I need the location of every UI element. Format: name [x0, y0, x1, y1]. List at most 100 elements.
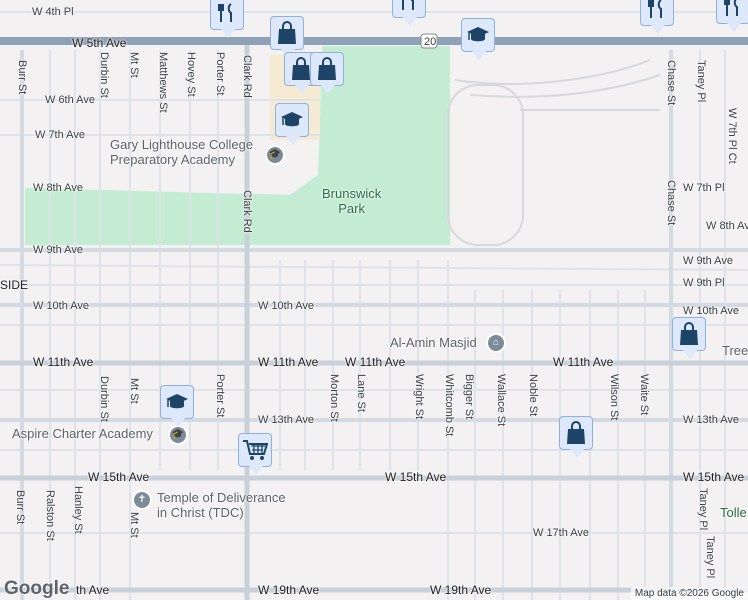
street-label: Wilson St — [608, 374, 620, 421]
street-label: Hovey St — [185, 52, 197, 97]
shopping-bag-marker[interactable] — [270, 16, 304, 58]
street-label: Noble St — [527, 374, 539, 417]
poi-label: Tolle — [720, 505, 747, 520]
arterial-roads — [0, 45, 748, 600]
poi-pin-icon[interactable]: ⌂ — [486, 333, 506, 353]
street-label: W 9th Ave — [33, 244, 83, 256]
poi-pin-icon[interactable]: 🎓 — [168, 425, 188, 445]
street-label: W 9th Ave — [683, 255, 733, 267]
restaurant-marker[interactable] — [210, 0, 244, 38]
street-label: Porter St — [214, 52, 226, 96]
street-label: W 13th Ave — [258, 414, 315, 426]
restaurant-marker[interactable] — [716, 0, 748, 32]
restaurant-icon — [646, 0, 668, 20]
park-area — [25, 46, 450, 245]
street-label: Lane St — [355, 374, 367, 412]
restaurant-icon — [722, 0, 744, 18]
street-label: W 8th Ave — [706, 220, 748, 232]
street-label: W 10th Ave — [683, 305, 740, 317]
street-label: Matthews St — [157, 52, 169, 113]
street-label: W 4th Pl — [32, 6, 74, 18]
street-label: 20 — [424, 36, 437, 48]
street-label: Mt St — [128, 378, 140, 404]
poi-tolle[interactable]: Tolle — [720, 505, 747, 520]
street-label: W 10th Ave — [258, 300, 315, 312]
street-label: Chase St — [665, 180, 677, 226]
shopping-bag-icon — [316, 57, 338, 81]
shopping-bag-marker[interactable] — [559, 416, 593, 458]
shopping-bag-marker[interactable] — [310, 52, 344, 94]
street-label: Wallace St — [495, 374, 507, 427]
shopping-cart-icon — [242, 438, 268, 462]
street-label: W 15th Ave — [683, 470, 745, 484]
shopping-cart-marker[interactable] — [238, 433, 272, 475]
street-label: W 11th Ave — [33, 355, 94, 369]
street-label: Porter St — [214, 374, 226, 418]
street-label: Clark Rd — [241, 190, 253, 233]
school-marker[interactable] — [461, 18, 495, 60]
street-label: Chase St — [665, 60, 677, 106]
street-label: Mt St — [128, 52, 140, 78]
street-label: W 11th Ave — [345, 355, 406, 369]
poi-al-amin-masjid[interactable]: Al-Amin Masjid — [390, 335, 477, 350]
street-label: W 13th Ave — [683, 414, 740, 426]
poi-label: Park — [338, 201, 365, 216]
street-label: Taney Pl — [697, 488, 709, 531]
street-label: W 19th Ave — [258, 583, 320, 597]
shopping-bag-icon — [276, 21, 298, 45]
shopping-bag-marker[interactable] — [672, 317, 706, 359]
poi-label: Gary Lighthouse College — [110, 137, 254, 152]
shopping-bag-icon — [290, 57, 312, 81]
poi-pin-icon[interactable]: 🎓 — [265, 145, 285, 165]
street-label: Burr St — [16, 60, 28, 95]
poi-aspire-charter[interactable]: Aspire Charter Academy — [12, 426, 153, 441]
route-20-shield — [420, 33, 438, 49]
school-marker[interactable] — [275, 103, 309, 145]
street-label: W 19th Ave — [430, 583, 492, 597]
poi-label: Preparatory Academy — [110, 152, 236, 167]
street-label: W 7th Pl Ct — [726, 108, 738, 164]
poi-label: in Christ (TDC) — [157, 505, 244, 520]
street-label: Tree — [722, 343, 748, 358]
main-roads — [0, 50, 748, 600]
street-label: Taney Pl — [695, 60, 707, 103]
street-label: W 6th Ave — [45, 94, 95, 106]
google-logo[interactable]: Google — [4, 578, 70, 599]
street-label: W 17th Ave — [533, 527, 590, 539]
street-label: SIDE — [0, 278, 29, 292]
rail-yard — [447, 59, 661, 246]
map-attribution: Map data ©2026 Google — [630, 587, 748, 600]
street-label: Waite St — [638, 374, 650, 416]
street-label: Clark Rd — [241, 55, 253, 98]
street-label: Burr St — [14, 490, 26, 525]
street-label: th Ave — [76, 583, 110, 597]
street-label: Durbin St — [98, 376, 110, 422]
street-label: Mt St — [128, 512, 140, 538]
street-label: Ralston St — [44, 490, 56, 541]
restaurant-marker[interactable] — [640, 0, 674, 34]
shopping-bag-icon — [678, 322, 700, 346]
restaurant-marker[interactable] — [392, 0, 426, 26]
street-label: W 5th Ave — [72, 36, 127, 50]
street-label: W 11th Ave — [553, 355, 614, 369]
poi-label: Temple of Deliverance — [157, 490, 286, 505]
school-icon — [466, 25, 490, 45]
street-label: W 10th Ave — [33, 300, 90, 312]
shopping-bag-icon — [565, 421, 587, 445]
street-label: W 15th Ave — [88, 470, 150, 484]
street-label: W 9th Pl — [683, 277, 725, 289]
street-label: Whitcomb St — [443, 374, 455, 437]
poi-label: Brunswick — [322, 186, 382, 201]
school-marker[interactable] — [160, 385, 194, 427]
street-label: Durbin St — [98, 52, 110, 98]
street-label: W 7th Ave — [35, 129, 85, 141]
street-label: Hanley St — [72, 486, 84, 534]
street-label: Taney Pl — [704, 536, 716, 579]
street-label: Morton St — [328, 374, 340, 422]
poi-pin-icon[interactable]: ✝ — [132, 490, 152, 510]
restaurant-icon — [398, 0, 420, 12]
